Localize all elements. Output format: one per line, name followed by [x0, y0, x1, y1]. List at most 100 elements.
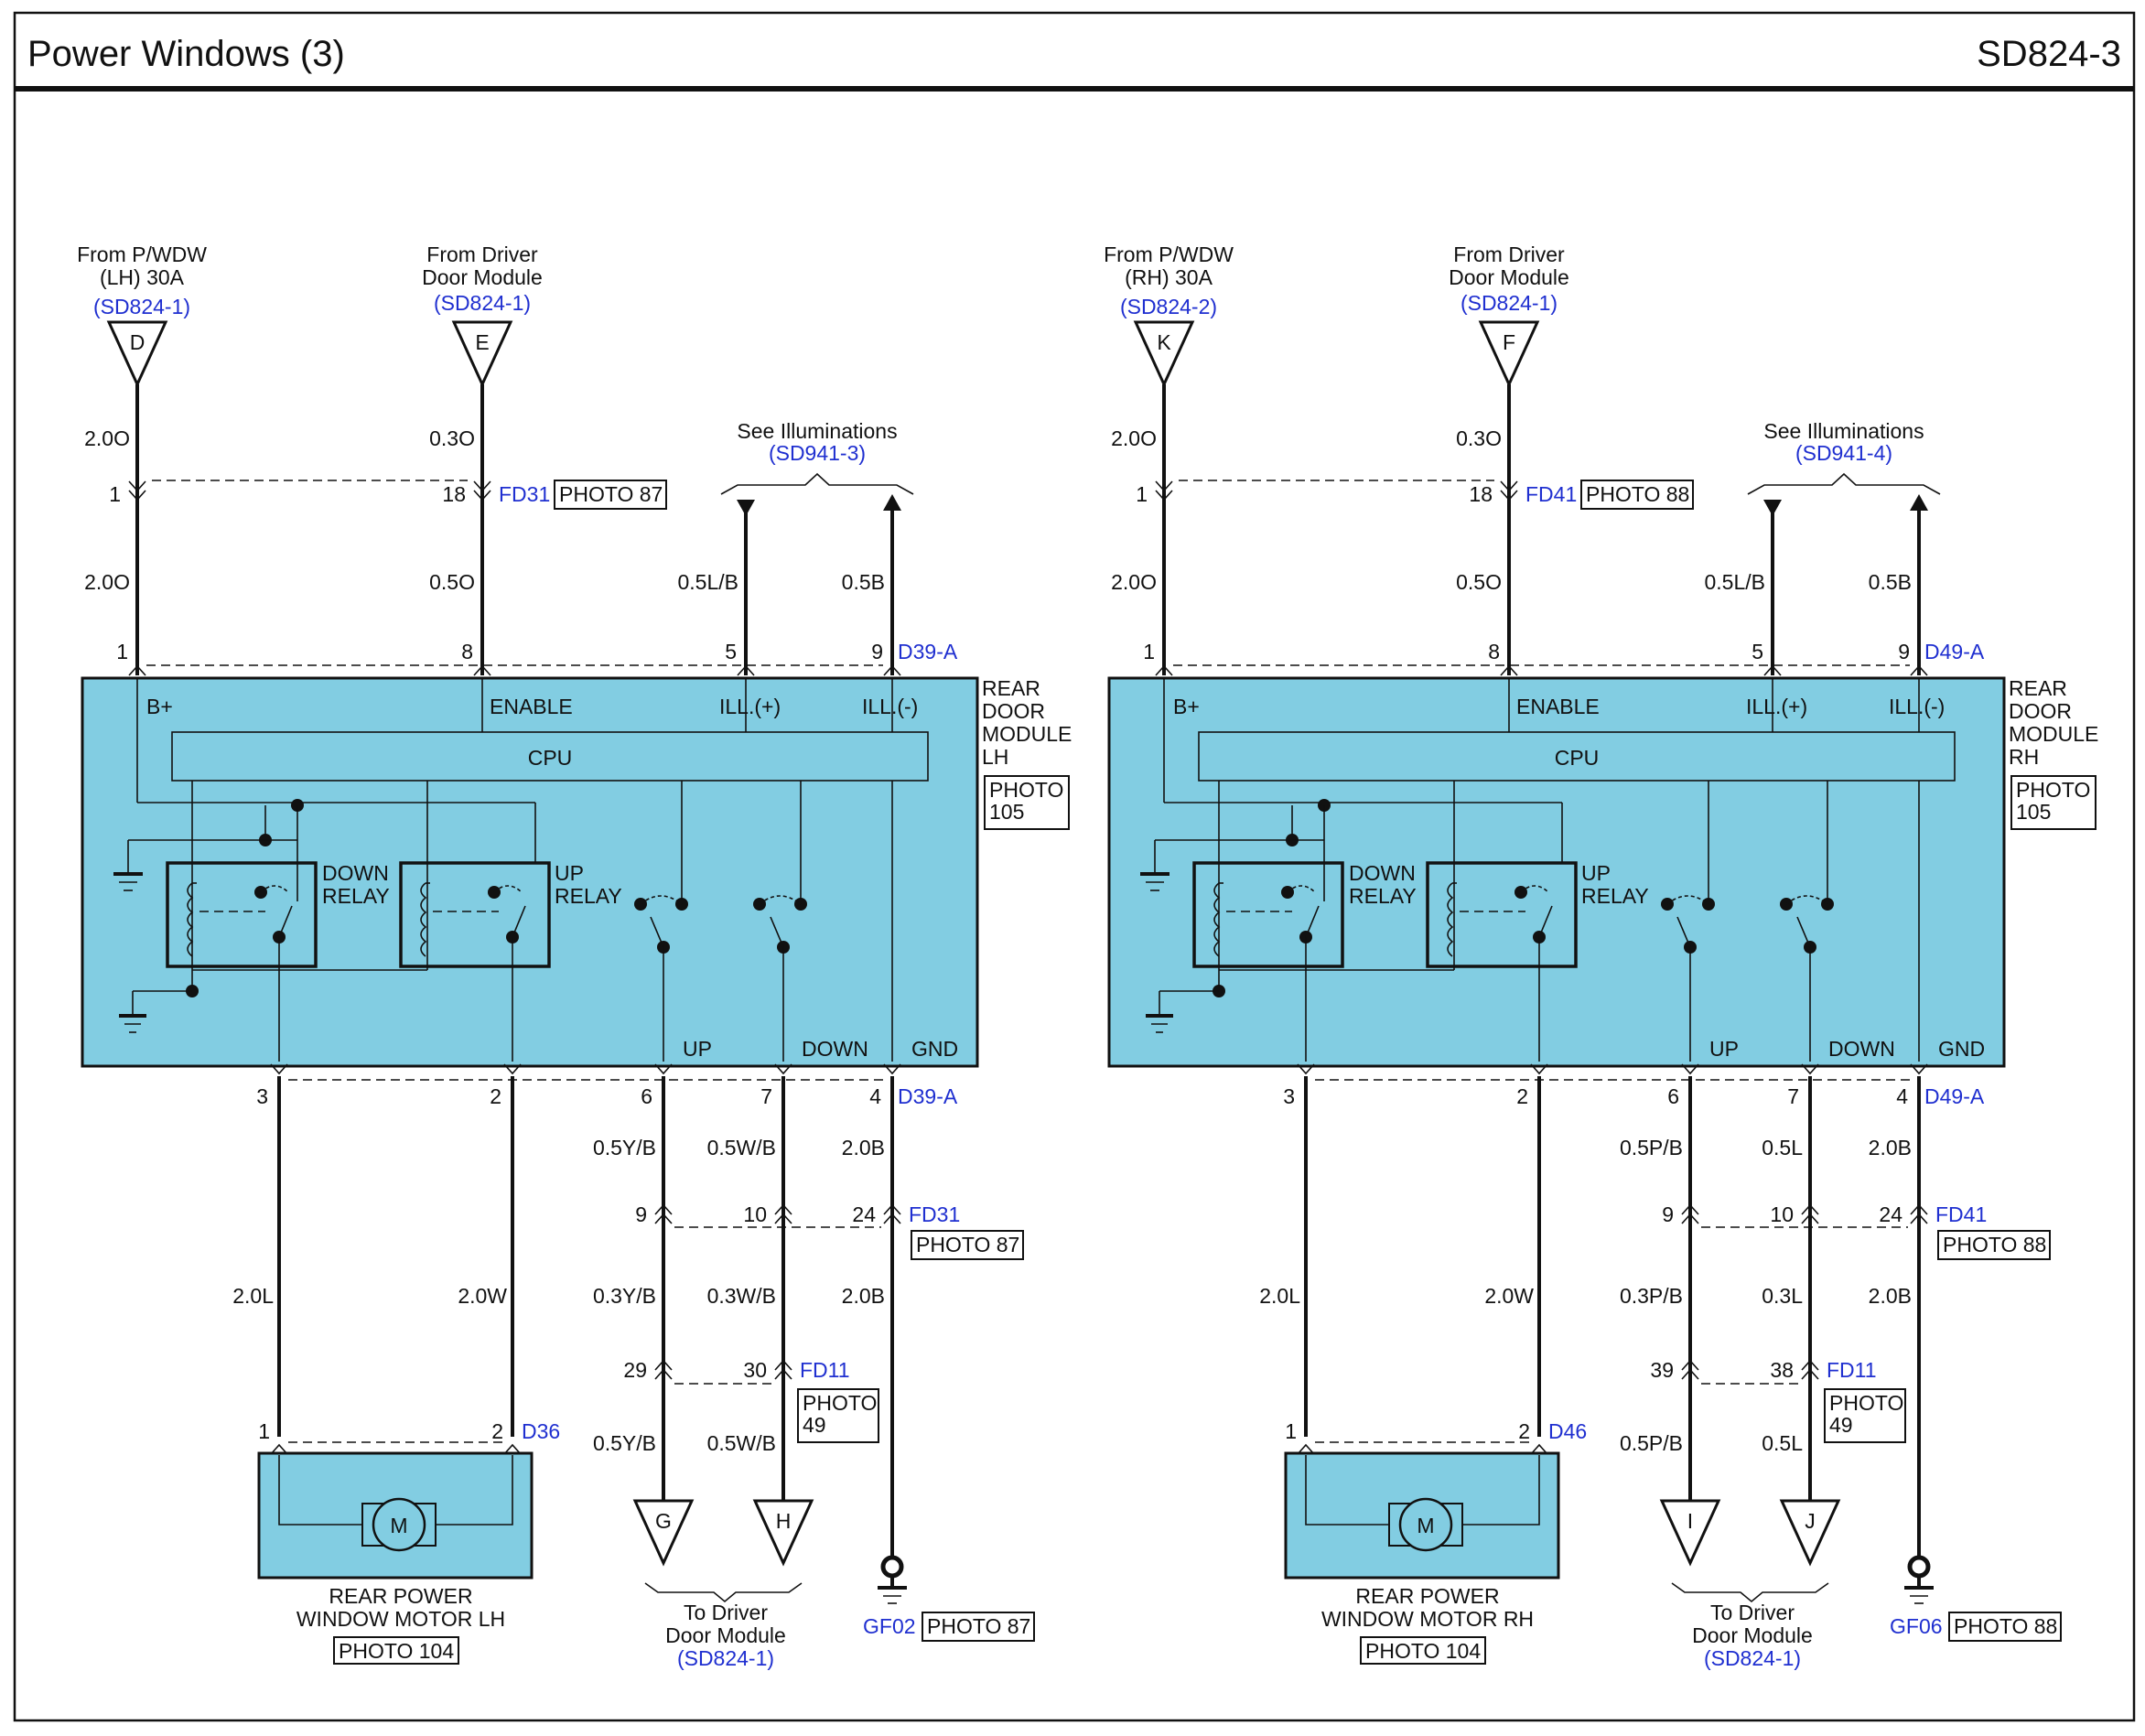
- pin-number: 24: [1879, 1202, 1902, 1226]
- wire-spec: 2.0W: [458, 1284, 507, 1308]
- photo-reference-box: [2010, 775, 2096, 830]
- relay-switch-arm: [512, 905, 526, 938]
- module-pin: [503, 1063, 522, 1075]
- pin-number: 24: [852, 1202, 876, 1226]
- ill-positive-arrow: [1763, 500, 1782, 516]
- motor-name-label: WINDOW MOTOR RH: [1321, 1607, 1534, 1631]
- motor-name-label: WINDOW MOTOR LH: [296, 1607, 505, 1631]
- connector-pin: [1681, 1359, 1699, 1371]
- motor-name-label: REAR POWER: [1355, 1584, 1499, 1608]
- photo-reference-box: [554, 480, 667, 510]
- connector-name: FD41: [1525, 482, 1577, 506]
- relay-arc: [1520, 885, 1549, 893]
- illumination-label: See Illuminations: [1763, 419, 1924, 443]
- motor-symbol-label: M: [390, 1514, 407, 1537]
- module-pin: [1801, 1063, 1819, 1075]
- down-relay-internals: [187, 882, 293, 1062]
- photo-reference-label: PHOTO 88: [1943, 1233, 2046, 1256]
- wire-spec: 0.3O: [429, 426, 475, 450]
- wire-spec: 0.5P/B: [1620, 1431, 1683, 1455]
- connector-pin: [883, 1203, 901, 1215]
- pin-function-label: GND: [911, 1037, 958, 1061]
- pin-function-label: GND: [1938, 1037, 1985, 1061]
- wire-spec: 0.5O: [1456, 570, 1502, 594]
- output-connector-triangle: [752, 1499, 814, 1567]
- down-relay-label: RELAY: [1349, 884, 1417, 908]
- wire-spec: 2.0L: [232, 1284, 274, 1308]
- module-name-label: MODULE: [2009, 722, 2098, 746]
- connector-pin: [473, 480, 491, 492]
- wire-spec: 2.0O: [1111, 570, 1157, 594]
- wire-spec: 0.5B: [842, 570, 885, 594]
- relay-coil: [1447, 882, 1454, 957]
- photo-reference-label: PHOTO 104: [339, 1639, 454, 1663]
- pin-number: 1: [116, 640, 128, 663]
- pin-number: 2: [1516, 1084, 1528, 1108]
- wire-spec: 2.0O: [84, 426, 130, 450]
- up-relay-label: RELAY: [1581, 884, 1649, 908]
- switch-arc: [1785, 895, 1828, 905]
- photo-reference-box: [911, 1230, 1024, 1260]
- module-name-label: LH: [982, 745, 1008, 769]
- power-source-label: (LH) 30A: [100, 265, 185, 289]
- motor-pin: [1530, 1443, 1548, 1455]
- connector-letter: D: [130, 330, 146, 354]
- pin-number: 2: [491, 1419, 503, 1443]
- down-relay-label: RELAY: [322, 884, 390, 908]
- connector-pin: [1910, 1203, 1928, 1215]
- pin-number: 1: [258, 1419, 270, 1443]
- motor-symbol-label: M: [1417, 1514, 1434, 1537]
- connector-pin: [1801, 1213, 1819, 1224]
- connector-pin: [1500, 490, 1518, 501]
- photo-reference-label: PHOTO 104: [1365, 1639, 1481, 1663]
- pin-function-label: ENABLE: [490, 695, 573, 718]
- switch-arm: [1676, 916, 1691, 948]
- up-relay-label: UP: [1581, 861, 1611, 885]
- pin-function-label: ILL.(+): [1746, 695, 1807, 718]
- pin-number: 2: [1518, 1419, 1530, 1443]
- module-pin: [883, 664, 901, 676]
- wire-spec: 0.3P/B: [1620, 1284, 1683, 1308]
- connector-name: FD11: [1827, 1358, 1877, 1382]
- output-destination-ref: (SD824-1): [1704, 1646, 1801, 1670]
- pin-number: 10: [743, 1202, 767, 1226]
- photo-reference-label: PHOTO 87: [559, 482, 663, 506]
- pin-number: 29: [623, 1358, 647, 1382]
- wire-spec: 2.0B: [1869, 1136, 1912, 1159]
- connector-letter: J: [1805, 1509, 1816, 1533]
- output-brace: [1671, 1582, 1829, 1603]
- pin-number: 1: [1136, 482, 1148, 506]
- photo-reference-label: PHOTO 88: [1954, 1614, 2057, 1638]
- connector-letter: E: [475, 330, 489, 354]
- power-source-label: (RH) 30A: [1125, 265, 1213, 289]
- power-connector-triangle: [106, 320, 168, 388]
- photo-reference-label: 49: [803, 1413, 826, 1437]
- connector-pin: [1801, 1203, 1819, 1215]
- pin-number: 5: [725, 640, 737, 663]
- connector-name: D46: [1548, 1419, 1587, 1443]
- motor-name-label: REAR POWER: [329, 1584, 472, 1608]
- pin-function-label: B+: [146, 695, 173, 718]
- pin-function-label: ILL.(-): [1889, 695, 1945, 718]
- motor-pin: [1297, 1443, 1315, 1455]
- connector-letter: G: [655, 1509, 672, 1533]
- connector-pin: [1155, 480, 1173, 492]
- pin-number: 1: [109, 482, 121, 506]
- switch-arm: [1796, 916, 1811, 948]
- photo-reference-box: [1580, 480, 1694, 510]
- connector-pin: [1681, 1203, 1699, 1215]
- pin-number: 18: [442, 482, 466, 506]
- pin-number: 9: [1662, 1202, 1674, 1226]
- power-source-ref: (SD824-2): [1120, 295, 1217, 318]
- connector-letter: I: [1687, 1509, 1693, 1533]
- module-name-label: DOOR: [982, 699, 1045, 723]
- photo-reference-label: PHOTO: [2016, 778, 2090, 802]
- connector-pin: [1801, 1359, 1819, 1371]
- power-source-ref: (SD824-1): [93, 295, 190, 318]
- ground-eyelet: [880, 1555, 904, 1579]
- pin-function-label: ENABLE: [1516, 695, 1600, 718]
- pin-number: 9: [1898, 640, 1910, 663]
- connector-pin: [1910, 1213, 1928, 1224]
